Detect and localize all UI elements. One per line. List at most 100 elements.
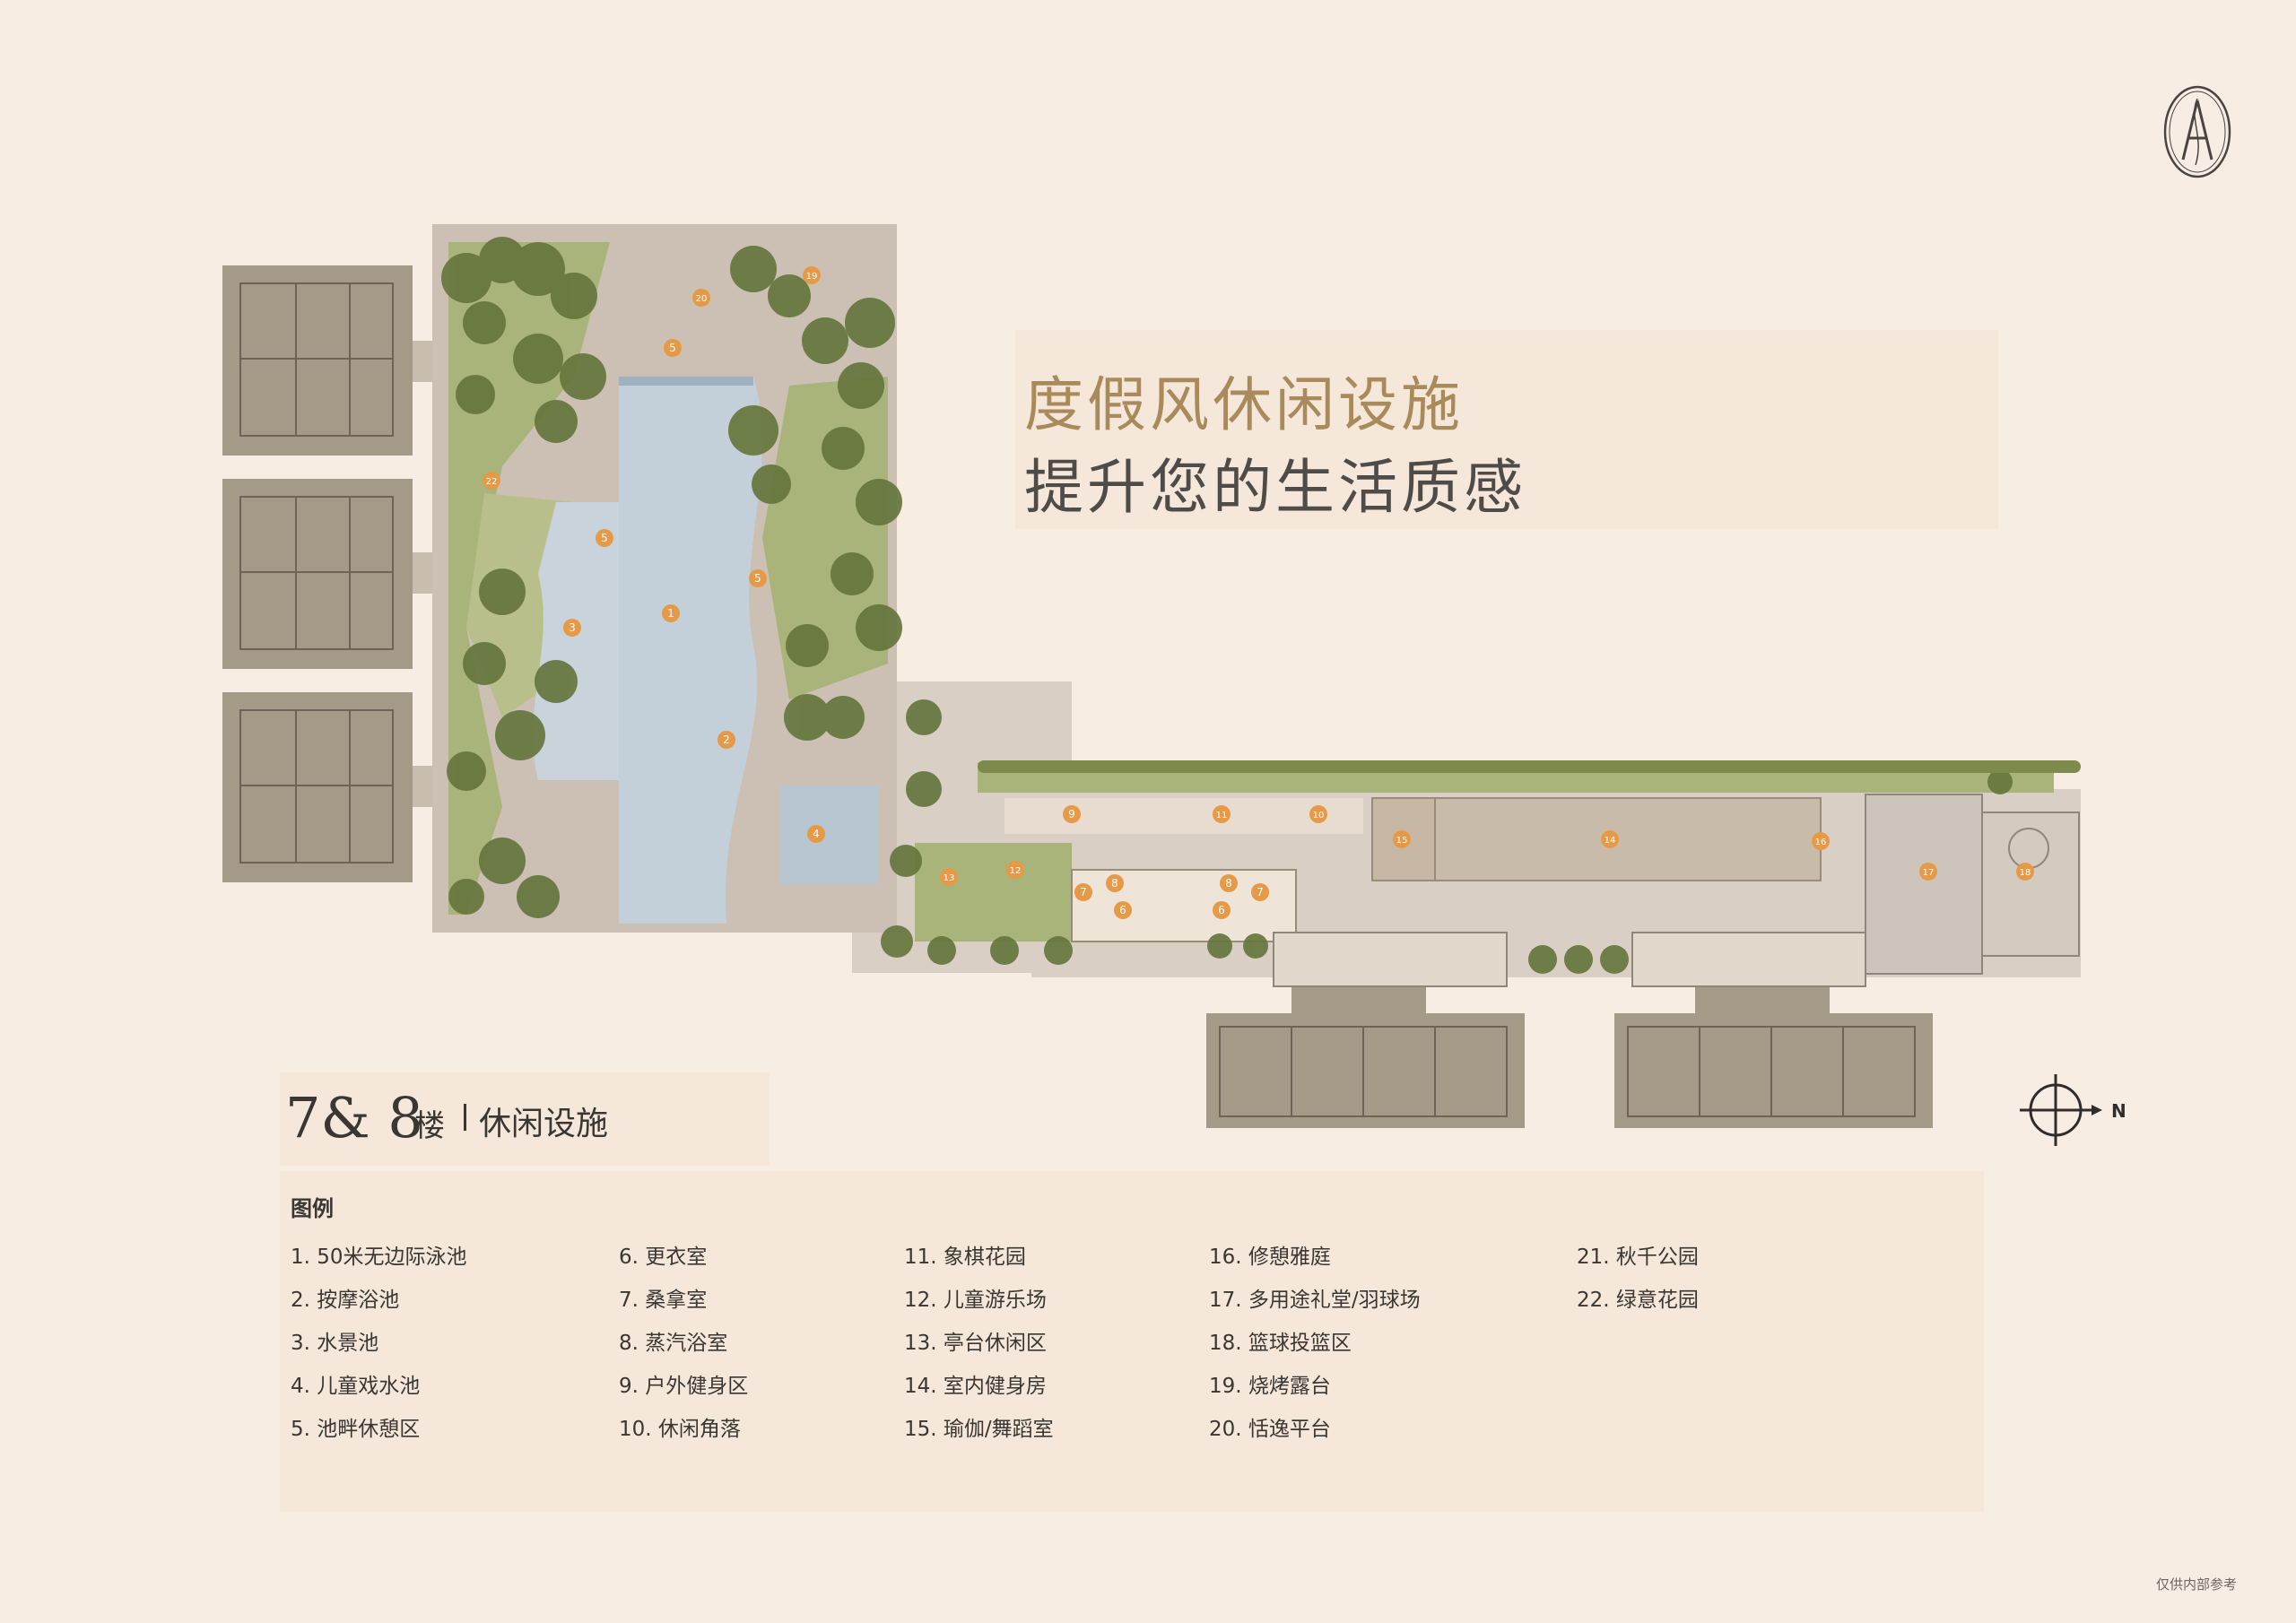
- marker-number: 7: [1080, 886, 1087, 898]
- facility-marker-7: 7: [1074, 883, 1092, 901]
- headline-panel: 度假风休闲设施 提升您的生活质感: [1015, 330, 1998, 529]
- marker-circle: [1812, 832, 1830, 850]
- floor-subtitle: 休闲设施: [479, 1106, 609, 1142]
- legend-item: 17. 多用途礼堂/羽球场: [1209, 1289, 1421, 1312]
- footnote: 仅供内部参考: [2156, 1576, 2238, 1593]
- marker-number: 8: [1225, 877, 1232, 890]
- legend-column-5: 21. 秋千公园 22. 绿意花园: [1577, 1236, 1699, 1322]
- facility-marker-14: 14: [1601, 830, 1619, 848]
- brand-logo-icon: [2163, 85, 2231, 178]
- facility-marker-13: 13: [940, 868, 958, 886]
- facility-marker-2: 2: [718, 731, 735, 749]
- marker-number: 14: [1605, 836, 1616, 846]
- facility-marker-3: 3: [563, 619, 581, 637]
- marker-circle: [1220, 874, 1238, 892]
- marker-number: 20: [696, 294, 708, 304]
- marker-number: 17: [1923, 868, 1935, 878]
- facility-marker-8: 8: [1220, 874, 1238, 892]
- marker-number: 11: [1216, 811, 1228, 820]
- facility-marker-11: 11: [1213, 805, 1231, 823]
- marker-circle: [1006, 861, 1024, 879]
- marker-number: 3: [569, 621, 576, 634]
- marker-circle: [692, 289, 710, 307]
- facility-marker-8: 8: [1106, 874, 1124, 892]
- marker-circle: [483, 472, 500, 490]
- floor-label-divider: [464, 1104, 466, 1131]
- legend-item: 10. 休闲角落: [619, 1418, 741, 1441]
- facility-marker-20: 20: [692, 289, 710, 307]
- trees: [441, 237, 2013, 974]
- headline-line-2: 提升您的生活质感: [1024, 453, 1526, 522]
- marker-number: 12: [1010, 866, 1022, 876]
- facility-marker-12: 12: [1006, 861, 1024, 879]
- marker-number: 5: [669, 342, 676, 354]
- marker-circle: [1213, 901, 1231, 919]
- marker-number: 19: [806, 272, 818, 282]
- floor-number: 7& 8: [285, 1085, 423, 1150]
- marker-circle: [940, 868, 958, 886]
- marker-circle: [2016, 863, 2034, 881]
- marker-number: 16: [1815, 838, 1827, 847]
- legend-title: 图例: [291, 1196, 334, 1221]
- marker-circle: [1074, 883, 1092, 901]
- facility-marker-1: 1: [662, 604, 680, 622]
- legend-item: 3. 水景池: [291, 1332, 379, 1355]
- legend-item: 14. 室内健身房: [904, 1375, 1047, 1398]
- marker-circle: [1309, 805, 1327, 823]
- marker-number: 15: [1396, 836, 1408, 846]
- facility-marker-10: 10: [1309, 805, 1327, 823]
- marker-circle: [1919, 863, 1937, 881]
- marker-circle: [596, 529, 613, 547]
- legend-item: 20. 恬逸平台: [1209, 1418, 1331, 1441]
- legend-item: 16. 修憩雅庭: [1209, 1245, 1331, 1269]
- legend-item: 5. 池畔休憩区: [291, 1418, 421, 1441]
- floor-label: 7& 8 楼 休闲设施: [280, 1072, 770, 1166]
- compass-north-label: N: [2111, 1100, 2126, 1122]
- legend-panel: 图例 1. 50米无边际泳池 2. 按摩浴池 3. 水景池 4. 儿童戏水池 5…: [280, 1171, 1984, 1512]
- legend-item: 2. 按摩浴池: [291, 1289, 400, 1312]
- legend-item: 8. 蒸汽浴室: [619, 1332, 728, 1355]
- legend-column-1: 1. 50米无边际泳池 2. 按摩浴池 3. 水景池 4. 儿童戏水池 5. 池…: [291, 1236, 467, 1451]
- facility-marker-15: 15: [1393, 830, 1411, 848]
- north-compass-icon: N: [2020, 1074, 2126, 1146]
- marker-circle: [664, 339, 682, 357]
- hedge-row: [978, 760, 2081, 773]
- legend-item: 11. 象棋花园: [904, 1245, 1026, 1269]
- marker-circle: [749, 569, 767, 587]
- pool-area: [533, 377, 879, 924]
- marker-number: 9: [1068, 808, 1075, 820]
- legend-item: 4. 儿童戏水池: [291, 1375, 421, 1398]
- marker-number: 5: [601, 532, 608, 544]
- facility-marker-7: 7: [1251, 883, 1269, 901]
- marker-number: 10: [1313, 811, 1325, 820]
- marker-number: 1: [667, 607, 674, 620]
- marker-number: 13: [944, 873, 955, 883]
- marker-number: 6: [1218, 904, 1225, 916]
- marker-circle: [718, 731, 735, 749]
- marker-number: 8: [1111, 877, 1118, 890]
- facility-marker-9: 9: [1063, 805, 1081, 823]
- marker-circle: [563, 619, 581, 637]
- marker-circle: [1393, 830, 1411, 848]
- facility-marker-4: 4: [807, 825, 825, 843]
- facility-marker-18: 18: [2016, 863, 2034, 881]
- facility-marker-5: 5: [749, 569, 767, 587]
- facility-marker-17: 17: [1919, 863, 1937, 881]
- facilities-strip: [1004, 794, 2080, 975]
- legend-item: 19. 烧烤露台: [1209, 1375, 1331, 1398]
- legend-item: 13. 亭台休闲区: [904, 1332, 1047, 1355]
- legend-item: 21. 秋千公园: [1577, 1245, 1699, 1269]
- legend-column-4: 16. 修憩雅庭 17. 多用途礼堂/羽球场 18. 篮球投篮区 19. 烧烤露…: [1209, 1236, 1421, 1451]
- legend-column-3: 11. 象棋花园 12. 儿童游乐场 13. 亭台休闲区 14. 室内健身房 1…: [904, 1236, 1054, 1451]
- legend-item: 15. 瑜伽/舞蹈室: [904, 1418, 1054, 1441]
- marker-circle: [1601, 830, 1619, 848]
- marker-circle: [1251, 883, 1269, 901]
- marker-number: 4: [813, 828, 820, 840]
- marker-circle: [1114, 901, 1132, 919]
- facility-marker-19: 19: [803, 266, 821, 284]
- legend-item: 9. 户外健身区: [619, 1375, 749, 1398]
- marker-number: 2: [723, 733, 730, 746]
- floor-unit: 楼: [414, 1108, 445, 1144]
- marker-number: 6: [1119, 904, 1126, 916]
